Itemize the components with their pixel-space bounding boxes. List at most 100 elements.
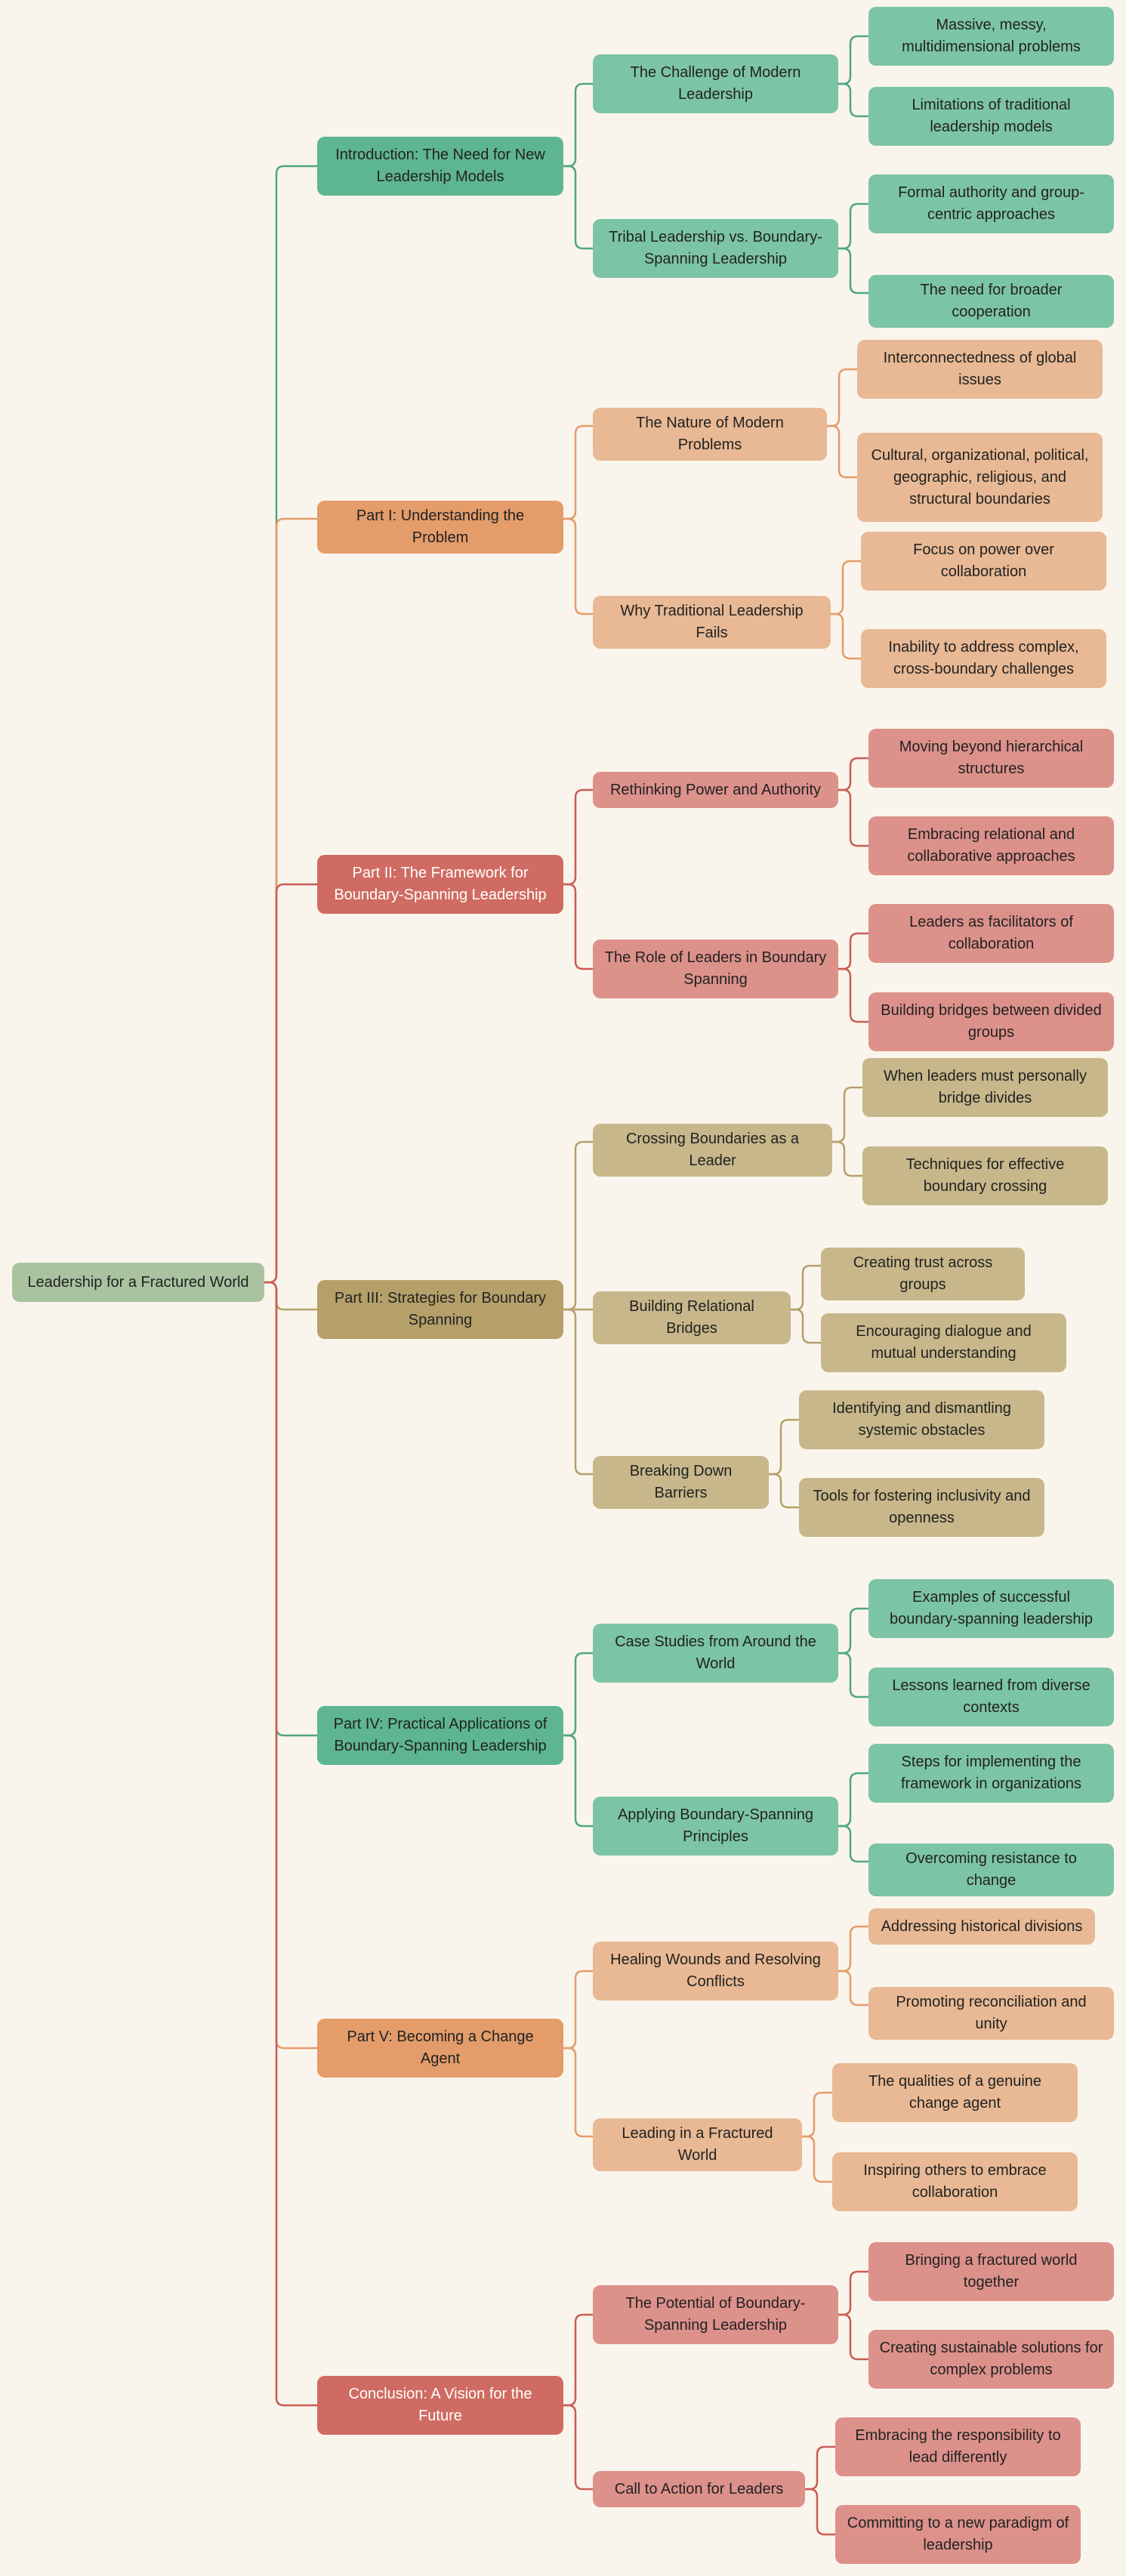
topic-node: Rethinking Power and Authority xyxy=(593,772,838,808)
edge-topic-leaf xyxy=(838,788,868,847)
edge-topic-leaf xyxy=(838,247,868,295)
edge-branch-topic xyxy=(563,1140,593,1311)
topic-node: The Challenge of Modern Leadership xyxy=(593,54,838,113)
leaf-node: Limitations of traditional leadership mo… xyxy=(868,87,1114,146)
topic-node: The Potential of Boundary-Spanning Leade… xyxy=(593,2285,838,2344)
topic-node: Tribal Leadership vs. Boundary-Spanning … xyxy=(593,219,838,278)
edge-topic-leaf xyxy=(838,82,868,118)
edge-branch-topic xyxy=(563,1970,593,2050)
edge-topic-leaf xyxy=(769,1418,799,1476)
branch-node: Introduction: The Need for New Leadershi… xyxy=(317,137,563,196)
edge-topic-leaf xyxy=(838,967,868,1023)
edge-topic-leaf xyxy=(838,1925,868,1973)
leaf-node: Leaders as facilitators of collaboration xyxy=(868,904,1114,963)
leaf-node: Tools for fostering inclusivity and open… xyxy=(799,1478,1044,1537)
edge-branch-topic xyxy=(563,883,593,970)
leaf-node: Encouraging dialogue and mutual understa… xyxy=(821,1313,1066,1372)
edge-topic-leaf xyxy=(838,35,868,85)
branch-node: Part V: Becoming a Change Agent xyxy=(317,2019,563,2078)
leaf-node: Formal authority and group-centric appro… xyxy=(868,174,1114,233)
edge-root-branch xyxy=(264,165,317,1284)
leaf-node: Embracing the responsibility to lead dif… xyxy=(835,2417,1081,2476)
edge-topic-leaf xyxy=(791,1264,821,1311)
leaf-node: Creating sustainable solutions for compl… xyxy=(868,2330,1114,2389)
leaf-node: Embracing relational and collaborative a… xyxy=(868,816,1114,875)
leaf-node: Lessons learned from diverse contexts xyxy=(868,1667,1114,1726)
edge-branch-topic xyxy=(563,424,593,520)
edge-branch-topic xyxy=(563,2313,593,2407)
leaf-node: Moving beyond hierarchical structures xyxy=(868,729,1114,788)
leaf-node: Building bridges between divided groups xyxy=(868,992,1114,1051)
edge-topic-leaf xyxy=(838,1772,868,1828)
branch-node: Part III: Strategies for Boundary Spanni… xyxy=(317,1280,563,1339)
edge-topic-leaf xyxy=(805,2488,835,2536)
edge-branch-topic xyxy=(563,1652,593,1737)
edge-root-branch xyxy=(264,883,317,1284)
edge-topic-leaf xyxy=(831,560,861,615)
leaf-node: Steps for implementing the framework in … xyxy=(868,1744,1114,1803)
leaf-node: Inspiring others to embrace collaboratio… xyxy=(832,2152,1078,2211)
leaf-node: When leaders must personally bridge divi… xyxy=(862,1058,1108,1117)
topic-node: The Role of Leaders in Boundary Spanning xyxy=(593,939,838,998)
branch-node: Part I: Understanding the Problem xyxy=(317,501,563,554)
topic-node: Case Studies from Around the World xyxy=(593,1624,838,1683)
topic-node: Applying Boundary-Spanning Principles xyxy=(593,1797,838,1856)
edge-root-branch xyxy=(264,1281,317,2407)
leaf-node: The qualities of a genuine change agent xyxy=(832,2063,1078,2122)
edge-branch-topic xyxy=(563,517,593,615)
leaf-node: Overcoming resistance to change xyxy=(868,1843,1114,1896)
topic-node: Crossing Boundaries as a Leader xyxy=(593,1124,832,1177)
leaf-node: Addressing historical divisions xyxy=(868,1908,1095,1945)
edge-topic-leaf xyxy=(838,1652,868,1698)
leaf-node: Committing to a new paradigm of leadersh… xyxy=(835,2505,1081,2564)
edge-branch-topic xyxy=(563,1734,593,1828)
leaf-node: Massive, messy, multidimensional problem… xyxy=(868,7,1114,66)
topic-node: The Nature of Modern Problems xyxy=(593,408,827,461)
root-node: Leadership for a Fractured World xyxy=(12,1263,264,1302)
leaf-node: Identifying and dismantling systemic obs… xyxy=(799,1390,1044,1449)
edge-topic-leaf xyxy=(802,2135,832,2183)
edge-topic-leaf xyxy=(838,1970,868,2007)
edge-topic-leaf xyxy=(838,202,868,250)
edge-topic-leaf xyxy=(838,1607,868,1655)
edge-topic-leaf xyxy=(827,424,857,479)
edge-topic-leaf xyxy=(838,932,868,970)
leaf-node: Creating trust across groups xyxy=(821,1248,1025,1300)
edge-root-branch xyxy=(264,1281,317,1737)
edge-topic-leaf xyxy=(838,2313,868,2361)
edge-branch-topic xyxy=(563,788,593,886)
leaf-node: Cultural, organizational, political, geo… xyxy=(857,433,1103,522)
leaf-node: Examples of successful boundary-spanning… xyxy=(868,1579,1114,1638)
edge-topic-leaf xyxy=(838,757,868,791)
leaf-node: Inability to address complex, cross-boun… xyxy=(861,629,1106,688)
edge-root-branch xyxy=(264,517,317,1284)
edge-topic-leaf xyxy=(838,2270,868,2316)
edge-topic-leaf xyxy=(827,368,857,427)
topic-node: Call to Action for Leaders xyxy=(593,2471,805,2507)
edge-branch-topic xyxy=(563,2047,593,2138)
edge-topic-leaf xyxy=(791,1308,821,1344)
leaf-node: Promoting reconciliation and unity xyxy=(868,1987,1114,2040)
branch-node: Part IV: Practical Applications of Bound… xyxy=(317,1706,563,1765)
topic-node: Breaking Down Barriers xyxy=(593,1456,769,1509)
edge-branch-topic xyxy=(563,165,593,250)
edge-topic-leaf xyxy=(831,612,861,660)
topic-node: Building Relational Bridges xyxy=(593,1291,791,1344)
branch-node: Part II: The Framework for Boundary-Span… xyxy=(317,855,563,914)
edge-topic-leaf xyxy=(838,1825,868,1863)
edge-topic-leaf xyxy=(769,1473,799,1509)
topic-node: Healing Wounds and Resolving Conflicts xyxy=(593,1942,838,2001)
edge-root-branch xyxy=(264,1281,317,2050)
leaf-node: Techniques for effective boundary crossi… xyxy=(862,1146,1108,1205)
edge-topic-leaf xyxy=(832,1086,862,1143)
leaf-node: Focus on power over collaboration xyxy=(861,532,1106,591)
edge-topic-leaf xyxy=(802,2091,832,2138)
leaf-node: The need for broader cooperation xyxy=(868,275,1114,328)
edge-root-branch xyxy=(264,1281,317,1311)
edge-topic-leaf xyxy=(832,1140,862,1177)
edge-topic-leaf xyxy=(805,2445,835,2491)
topic-node: Why Traditional Leadership Fails xyxy=(593,596,831,649)
edge-branch-topic xyxy=(563,2404,593,2491)
